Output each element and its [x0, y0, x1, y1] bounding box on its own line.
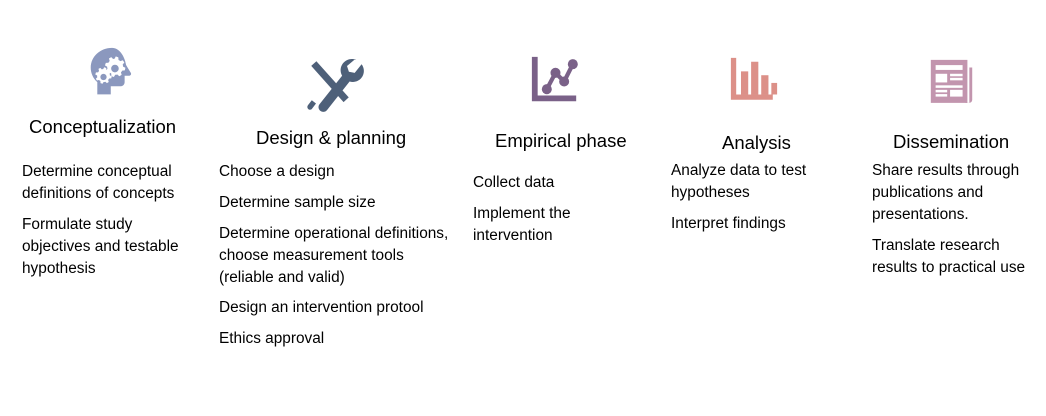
phase-step: Determine sample size [219, 193, 376, 211]
wrench-screwdriver-icon [301, 52, 371, 121]
phase-steps-list: Share results through publications and p… [872, 160, 1046, 278]
phase-step: Determine conceptual definitions of conc… [22, 163, 175, 202]
phase-title: Dissemination [893, 131, 1010, 152]
phase-step: Collect data [473, 174, 555, 191]
newspaper-icon [926, 55, 978, 112]
line-chart-icon [528, 55, 582, 112]
phase-steps-list: Choose a design Determine sample size De… [219, 161, 454, 350]
head-gears-icon [82, 42, 144, 109]
phase-step: Formulate study objectives and testable … [22, 215, 179, 277]
phase-title: Design & planning [256, 127, 407, 148]
phase-title: Empirical phase [495, 130, 627, 151]
phase-step: Design an intervention protool [219, 299, 424, 317]
phase-step: Determine operational definitions, choos… [219, 224, 449, 286]
phase-step: Share results through publications and p… [872, 162, 1020, 223]
phase-steps-list: Analyze data to test hypotheses Interpre… [671, 160, 856, 235]
phase-step: Ethics approval [219, 330, 325, 348]
phase-step: Choose a design [219, 163, 335, 180]
phase-step: Interpret findings [671, 214, 786, 232]
phase-steps-list: Collect data Implement the intervention [473, 172, 653, 247]
phase-step: Implement the intervention [473, 204, 571, 244]
phase-title: Analysis [722, 132, 791, 153]
bar-chart-icon [728, 55, 780, 112]
phase-step: Translate research results to practical … [872, 236, 1026, 276]
phase-title: Conceptualization [29, 116, 177, 137]
phase-steps-list: Determine conceptual definitions of conc… [22, 161, 190, 279]
phase-step: Analyze data to test hypotheses [671, 162, 807, 201]
